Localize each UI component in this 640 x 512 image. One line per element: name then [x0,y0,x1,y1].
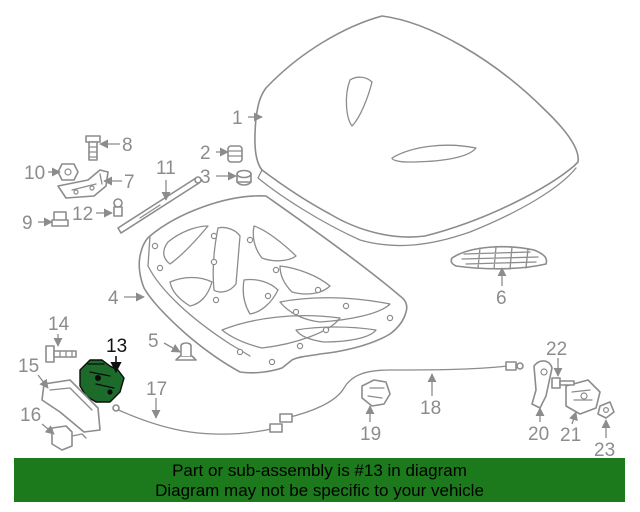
release-handle [51,425,87,451]
callout-9: 9 [22,213,33,234]
callout-22: 22 [546,339,567,360]
leader-lines [37,112,611,438]
callout-13-highlighted: 13 [106,336,127,357]
hinge-nut [57,163,79,181]
hood-inner-panel [138,195,408,374]
hinge-mount-bolt [51,211,69,227]
parts-diagram: 1 2 3 4 5 6 7 8 9 10 11 12 13 14 15 16 1… [18,15,615,456]
cable-clip [597,401,615,419]
callout-7: 7 [124,172,135,193]
callout-23: 23 [594,440,615,456]
hood-panel [254,15,579,247]
latch-support-bracket [41,379,101,433]
hood-hinge [57,169,109,199]
callout-20: 20 [528,424,549,445]
callout-labels: 1 2 3 4 5 6 7 8 9 10 11 12 13 14 15 16 1… [18,108,615,456]
callout-8: 8 [122,135,133,156]
banner-line-part-number: Part or sub-assembly is #13 in diagram [172,461,467,480]
hood-bumper [236,169,252,186]
release-cable-lower [112,404,283,435]
hood-vent-grille [450,245,548,270]
callout-1: 1 [232,108,243,129]
release-lever [531,360,553,409]
callout-16: 16 [20,405,41,426]
info-banner: Part or sub-assembly is #13 in diagram D… [14,458,625,502]
callout-12: 12 [72,204,93,225]
callout-6: 6 [496,288,507,309]
callout-4: 4 [108,288,119,309]
cable-bracket [361,379,391,407]
hinge-bolt [85,135,101,161]
callout-2: 2 [200,143,211,164]
callout-19: 19 [360,424,381,445]
push-clip [175,342,197,361]
callout-11: 11 [156,158,176,179]
banner-line-disclaimer: Diagram may not be specific to your vehi… [155,481,484,500]
callout-17: 17 [146,379,167,400]
bracket-screw [551,377,575,389]
callout-10: 10 [24,163,45,184]
callout-14: 14 [48,314,70,335]
strut-ball-stud [113,198,123,217]
callout-21: 21 [560,425,581,446]
callout-15: 15 [18,356,39,377]
callout-5: 5 [148,331,159,352]
release-cable-upper [279,361,524,423]
latch-bolt [45,345,77,363]
lever-bracket [565,379,601,415]
callout-3: 3 [200,167,211,188]
callout-18: 18 [420,398,441,419]
hood-bumper-spring [227,145,243,163]
